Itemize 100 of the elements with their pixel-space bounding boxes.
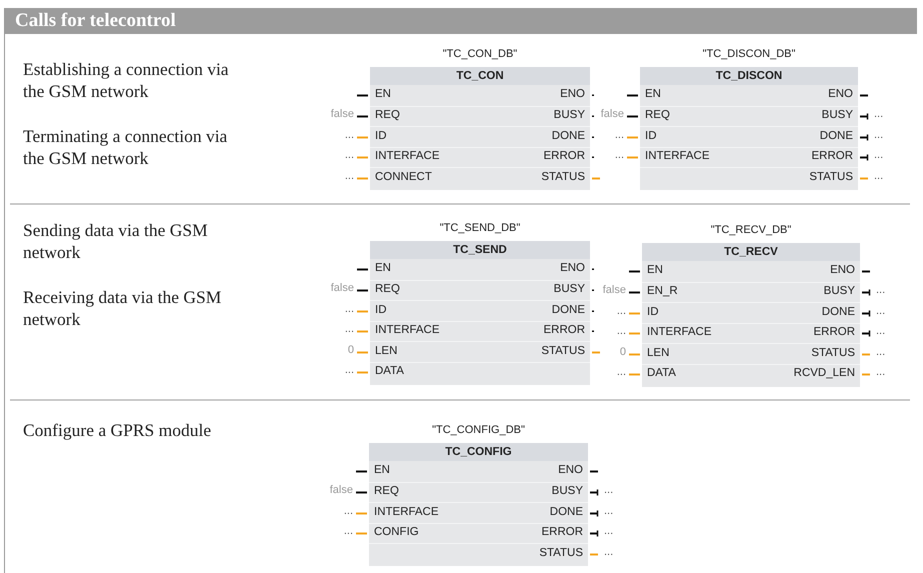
- parameter-value: ...: [874, 149, 884, 162]
- instance-name: "TC_SEND_DB": [440, 222, 520, 234]
- pin-label: EN: [645, 88, 661, 100]
- parameter-value: 0: [348, 344, 354, 356]
- block-header: TC_SEND: [370, 241, 590, 259]
- parameter-value: false: [600, 108, 624, 120]
- block-header: TC_RECV: [642, 243, 860, 261]
- pin-label: STATUS: [539, 546, 583, 559]
- parameter-value: ...: [876, 284, 886, 296]
- pin-label: ENO: [560, 262, 585, 274]
- parameter-value: ...: [344, 364, 354, 376]
- description-text: Establishing a connection via the GSM network: [23, 58, 230, 102]
- pin-label: BUSY: [554, 108, 585, 121]
- pin-label: ID: [645, 130, 656, 142]
- parameter-value: ...: [604, 504, 614, 516]
- pin-label: EN: [375, 262, 391, 274]
- title-bar: Calls for telecontrol: [5, 8, 917, 34]
- parameter-value: ...: [616, 325, 626, 338]
- parameter-value: ...: [344, 504, 353, 516]
- pin-label: ERROR: [811, 150, 853, 162]
- pin-label: DONE: [550, 506, 583, 518]
- parameter-value: ...: [344, 170, 354, 182]
- pin-label: ERROR: [541, 526, 583, 538]
- pin-label: INTERFACE: [375, 324, 440, 336]
- parameter-value: ...: [604, 546, 614, 558]
- pin-label: DONE: [822, 306, 855, 318]
- instance-name: "TC_CONFIG_DB": [432, 424, 525, 436]
- pin-label: BUSY: [552, 484, 583, 497]
- pin-label: REQ: [374, 484, 399, 497]
- pin-label: DONE: [820, 130, 853, 142]
- pin-label: EN: [647, 264, 663, 276]
- parameter-value: 0: [620, 346, 626, 358]
- pin-label: DONE: [552, 304, 585, 316]
- instance-name: "TC_CON_DB": [442, 48, 518, 60]
- pin-label: ID: [375, 304, 386, 316]
- pin-label: STATUS: [541, 170, 585, 183]
- parameter-value: false: [330, 108, 354, 120]
- block-header: TC_CON: [370, 67, 590, 85]
- parameter-value: ...: [874, 108, 884, 120]
- pin-label: BUSY: [554, 282, 585, 295]
- description-text: Receiving data via the GSM network: [23, 286, 222, 330]
- block-header: TC_DISCON: [640, 67, 858, 85]
- pin-label: LEN: [647, 346, 670, 359]
- pin-label: CONFIG: [374, 526, 419, 538]
- pin-label: ERROR: [543, 150, 585, 162]
- parameter-value: ...: [344, 149, 354, 162]
- pin-label: STATUS: [541, 344, 585, 357]
- parameter-value: false: [602, 284, 626, 296]
- pin-label: ENO: [830, 264, 855, 276]
- pin-label: INTERFACE: [647, 326, 712, 338]
- pin-label: LEN: [375, 344, 398, 357]
- pin-label: BUSY: [822, 108, 853, 121]
- pin-label: ENO: [828, 88, 853, 100]
- parameter-value: ...: [604, 525, 614, 538]
- instance-name: "TC_RECV_DB": [710, 224, 792, 236]
- pin-label: ENO: [560, 88, 585, 100]
- description-text: Sending data via the GSM network: [23, 219, 209, 263]
- instance-name: "TC_DISCON_DB": [702, 48, 796, 60]
- pin-label: STATUS: [809, 170, 853, 183]
- pin-label: ID: [375, 130, 386, 142]
- pin-label: CONNECT: [375, 170, 432, 183]
- pin-label: DONE: [552, 130, 585, 142]
- pin-label: RCVD_LEN: [794, 367, 855, 380]
- parameter-value: ...: [876, 325, 886, 338]
- pin-label: ERROR: [813, 326, 855, 338]
- pin-label: INTERFACE: [375, 150, 440, 162]
- parameter-value: false: [330, 282, 354, 294]
- parameter-value: ...: [874, 170, 884, 182]
- pin-label: ENO: [558, 464, 583, 476]
- pin-label: EN: [374, 464, 390, 476]
- parameter-value: ...: [876, 304, 886, 316]
- parameter-value: ...: [616, 304, 626, 316]
- parameter-value: ...: [616, 366, 626, 378]
- pin-label: REQ: [645, 108, 670, 121]
- description-text: Terminating a connection via the GSM network: [23, 125, 228, 169]
- pin-label: ID: [647, 306, 658, 318]
- parameter-value: ...: [604, 484, 614, 496]
- pin-label: EN: [375, 88, 391, 100]
- pin-label: REQ: [375, 282, 400, 295]
- pin-label: INTERFACE: [374, 506, 439, 518]
- parameter-value: ...: [344, 302, 354, 314]
- pin-label: ERROR: [543, 324, 585, 336]
- parameter-value: ...: [876, 346, 886, 358]
- parameter-value: ...: [614, 149, 624, 162]
- parameter-value: ...: [344, 525, 353, 538]
- block-header: TC_CONFIG: [369, 443, 588, 461]
- pin-label: INTERFACE: [645, 150, 710, 162]
- parameter-value: ...: [344, 323, 354, 336]
- pin-label: DATA: [375, 365, 404, 378]
- parameter-value: false: [330, 484, 353, 496]
- parameter-value: ...: [344, 128, 354, 140]
- parameter-value: ...: [614, 128, 624, 140]
- pin-label: BUSY: [824, 284, 855, 297]
- pin-label: DATA: [647, 367, 676, 380]
- parameter-value: ...: [876, 366, 886, 378]
- description-text: Configure a GPRS module: [23, 419, 212, 441]
- pin-label: EN_R: [647, 284, 678, 297]
- pin-label: REQ: [375, 108, 400, 121]
- parameter-value: ...: [874, 128, 884, 140]
- pin-label: STATUS: [811, 346, 855, 359]
